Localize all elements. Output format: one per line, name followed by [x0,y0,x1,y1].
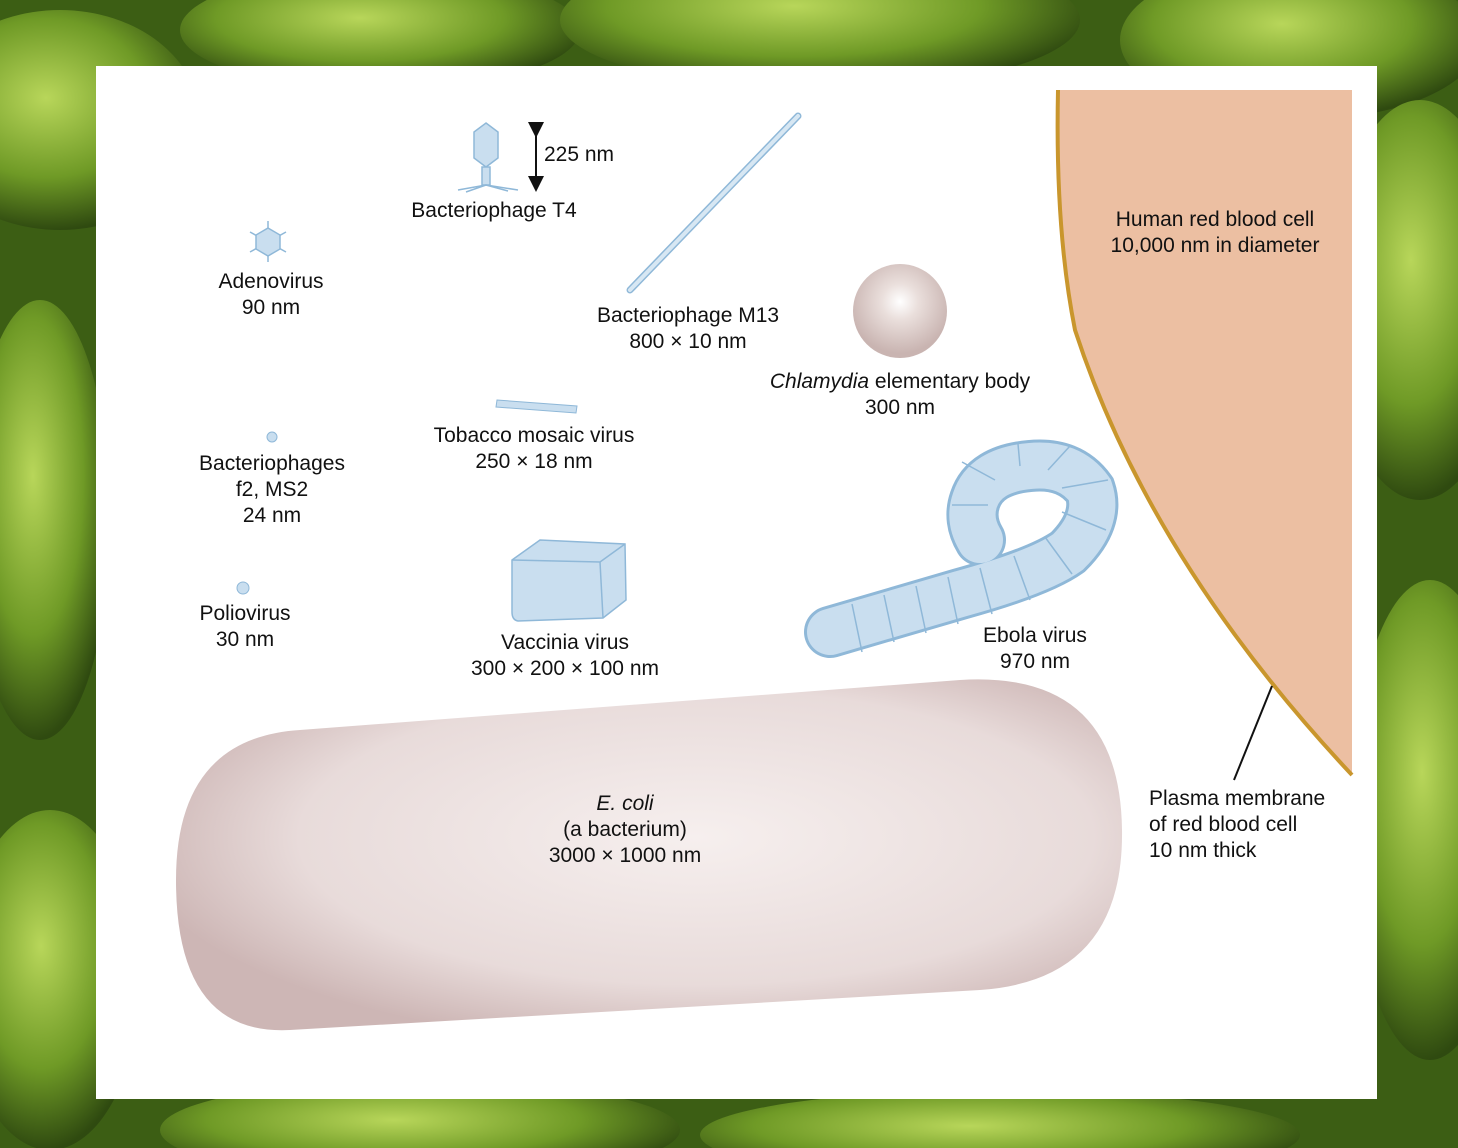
vaccinia-virus-shape [511,539,627,622]
adenovirus-shape [249,221,287,262]
adenovirus-name: Adenovirus [218,270,324,293]
vaccinia-name: Vaccinia virus [501,631,629,654]
chlamydia-name-italic: Chlamydia [769,370,870,393]
red-blood-cell [1057,90,1352,775]
ecoli-desc: (a bacterium) [563,818,687,841]
chlamydia-name: Chlamydia elementary body [730,369,1070,395]
poliovirus-label: Poliovirus 30 nm [170,601,320,653]
m13-size: 800 × 10 nm [629,330,747,353]
membrane-label: Plasma membrane of red blood cell 10 nm … [1149,786,1325,864]
bacteriophage-f2-shape [266,431,278,443]
membrane-line-3: 10 nm thick [1149,839,1257,862]
tmv-size: 250 × 18 nm [475,450,593,473]
chlamydia-label: Chlamydia elementary body 300 nm [730,369,1070,421]
poliovirus-size: 30 nm [215,628,275,651]
ecoli-label: E. coli (a bacterium) 3000 × 1000 nm [500,791,750,869]
ecoli-bacterium [176,679,1123,1031]
vaccinia-size: 300 × 200 × 100 nm [471,657,659,680]
rbc-label: Human red blood cell 10,000 nm in diamet… [1080,207,1350,259]
ecoli-name: E. coli [596,792,654,815]
m13-label: Bacteriophage M13 800 × 10 nm [568,303,808,355]
ebola-size: 970 nm [999,650,1071,673]
f2-name2: f2, MS2 [235,478,309,501]
ebola-label: Ebola virus 970 nm [960,623,1110,675]
f2-size: 24 nm [242,504,302,527]
tmv-name: Tobacco mosaic virus [433,424,635,447]
chlamydia-elementary-body [853,264,947,358]
m13-name: Bacteriophage M13 [596,304,780,327]
rbc-size: 10,000 nm in diameter [1110,234,1320,257]
f2-name: Bacteriophages [199,452,345,475]
bacteriophage-t4-shape [457,122,519,193]
chlamydia-name-rest: elementary body [869,370,1031,393]
tmv-label: Tobacco mosaic virus 250 × 18 nm [404,423,664,475]
vaccinia-label: Vaccinia virus 300 × 200 × 100 nm [430,630,700,682]
f2-ms2-label: Bacteriophages f2, MS2 24 nm [172,451,372,529]
tobacco-mosaic-virus-shape [495,399,578,414]
ebola-name: Ebola virus [983,624,1087,647]
m13-highlight [628,114,800,292]
t4-name-label: Bacteriophage T4 [411,199,577,222]
ebola-virus-shape [804,439,1119,658]
plasma-membrane [1055,89,1354,777]
adenovirus-label: Adenovirus 90 nm [186,269,356,321]
membrane-pointer-line [1233,685,1273,781]
membrane-line-2: of red blood cell [1149,813,1298,836]
chlamydia-size: 300 nm [864,396,936,419]
adenovirus-size: 90 nm [241,296,301,319]
poliovirus-name: Poliovirus [199,602,291,625]
ecoli-size: 3000 × 1000 nm [548,844,702,867]
poliovirus-shape [236,581,250,595]
membrane-line-1: Plasma membrane [1149,787,1326,810]
t4-scale-label: 225 nm [544,143,615,166]
rbc-name: Human red blood cell [1115,208,1315,231]
